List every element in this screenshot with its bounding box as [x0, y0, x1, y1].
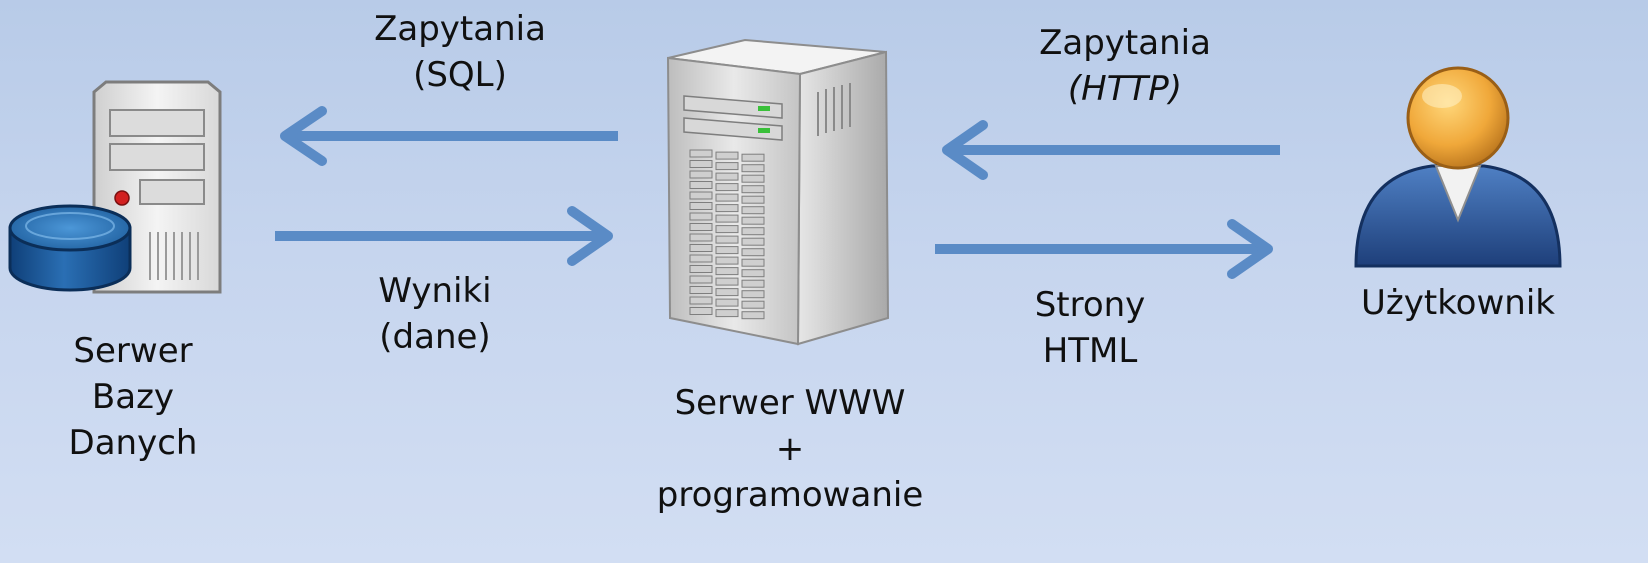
drive-slot	[715, 204, 739, 213]
drive-slot	[689, 149, 713, 158]
drive-slot	[715, 235, 739, 244]
drive-slot	[689, 212, 713, 221]
arrow-sql-queries	[280, 106, 618, 166]
drive-slot	[689, 244, 713, 252]
drive-slot	[715, 183, 739, 192]
node-label-db-server: Serwer Bazy Danych	[68, 331, 198, 463]
drive-slot	[741, 227, 765, 236]
node-label-user: Użytkownik	[1361, 283, 1555, 323]
arrow-http-requests	[942, 120, 1280, 180]
drive-slot	[715, 288, 739, 297]
drive-slot	[715, 162, 739, 171]
drive-slot	[741, 153, 765, 162]
drive-slot	[689, 191, 713, 200]
drive-slot	[689, 286, 713, 294]
drive-slot	[741, 258, 765, 267]
drive-slot	[741, 269, 765, 278]
drive-slot	[715, 151, 739, 160]
drive-slot	[741, 248, 765, 257]
edge-label-html-pages: Strony HTML	[1034, 285, 1146, 371]
drive-slot	[741, 311, 765, 320]
drive-slot	[741, 300, 765, 309]
drive-slot	[741, 279, 765, 288]
drive-slot	[741, 290, 765, 299]
drive-slot	[741, 185, 765, 194]
edge-label-sql-queries: Zapytania (SQL)	[374, 9, 546, 95]
drive-slot	[715, 225, 739, 234]
drive-slot	[741, 206, 765, 215]
drive-slot	[689, 275, 713, 284]
drive-slot	[715, 214, 739, 223]
drive-slot	[689, 202, 713, 210]
node-label-web-server: Serwer WWW + programowanie	[656, 383, 924, 515]
drive-slot	[689, 265, 713, 273]
drive-slot	[715, 256, 739, 265]
drive-slot	[715, 246, 739, 255]
drive-slot	[741, 164, 765, 173]
drive-slot	[715, 309, 739, 318]
drive-slot	[689, 254, 713, 263]
drive-slot	[741, 237, 765, 246]
drive-slot	[689, 307, 713, 315]
edge-label-http-requests: Zapytania (HTTP)	[1039, 23, 1211, 109]
drive-slot	[741, 174, 765, 183]
drive-slot	[689, 170, 713, 179]
arrow-results	[275, 206, 613, 266]
drive-slot	[689, 223, 713, 231]
drive-slot	[741, 195, 765, 204]
drive-slot	[715, 193, 739, 202]
drive-slot	[689, 181, 713, 189]
drive-slot	[689, 296, 713, 305]
drive-slot	[715, 267, 739, 276]
arrow-html-pages	[935, 219, 1273, 279]
drive-slot	[715, 277, 739, 286]
drive-slot	[715, 298, 739, 307]
drive-slot	[741, 216, 765, 225]
drive-slot	[689, 233, 713, 242]
drive-slot	[689, 160, 713, 168]
drive-slot	[715, 172, 739, 181]
edge-label-results: Wyniki (dane)	[378, 271, 492, 357]
